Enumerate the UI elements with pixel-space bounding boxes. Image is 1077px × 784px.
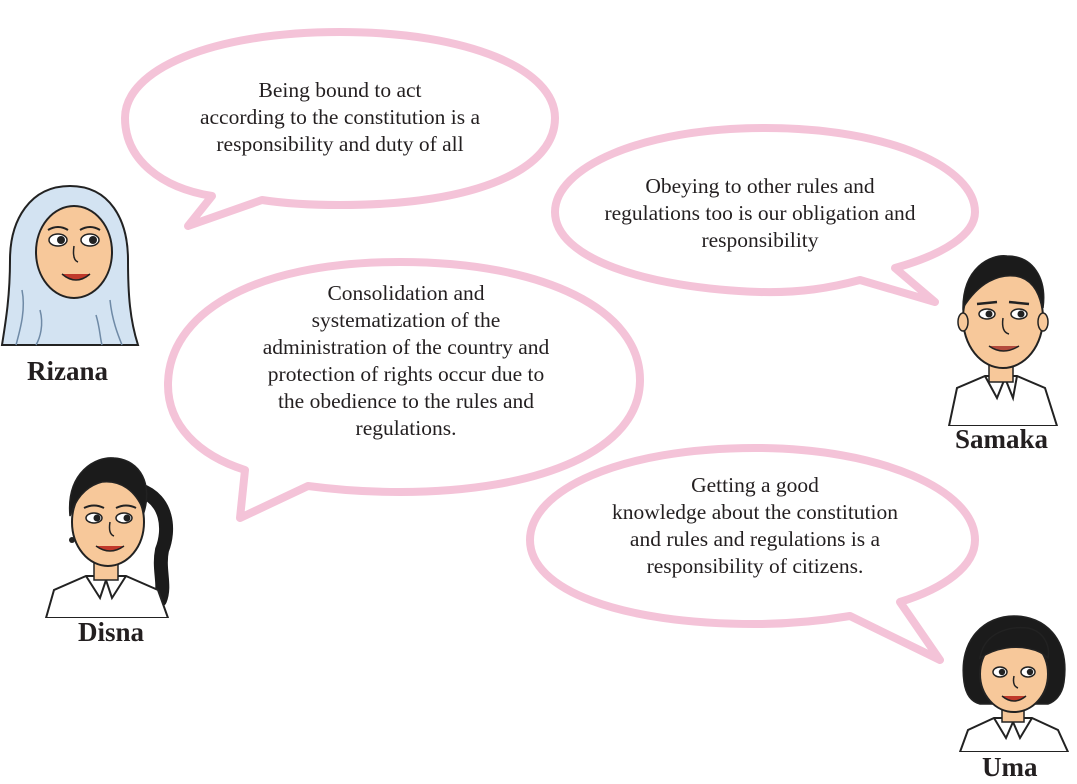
- speech-bubble-samaka: [551, 124, 979, 306]
- bubble-line: administration of the country and: [262, 335, 550, 359]
- boy-icon: [947, 255, 1059, 426]
- bubble-line: Consolidation and: [327, 281, 485, 305]
- bubble-line: according to the constitution is a: [199, 105, 481, 129]
- girl-with-hijab-icon: [0, 184, 140, 346]
- bubble-text-samaka: Obeying to other rules and regulations t…: [560, 173, 960, 254]
- bubble-line: the obedience to the rules and: [277, 389, 535, 413]
- bubble-line: Getting a good: [691, 473, 819, 497]
- bubble-line: regulations too is our obligation and: [604, 201, 916, 225]
- bubble-line: responsibility and duty of all: [216, 132, 464, 156]
- bubble-text-uma: Getting a good knowledge about the const…: [560, 472, 950, 580]
- bubble-line: knowledge about the constitution: [611, 500, 899, 524]
- bubble-line: responsibility of citizens.: [646, 554, 864, 578]
- girl-with-bob-icon: [958, 615, 1070, 752]
- bubble-line: responsibility: [701, 228, 819, 252]
- bubble-line: Obeying to other rules and: [645, 174, 875, 198]
- bubble-line: and rules and regulations is a: [629, 527, 881, 551]
- bubble-line: protection of rights occur due to: [267, 362, 545, 386]
- bubble-line: Being bound to act: [258, 78, 422, 102]
- bubble-line: systematization of the: [311, 308, 501, 332]
- character-disna: [40, 450, 190, 618]
- speech-bubble-rizana: [121, 28, 559, 230]
- character-name-disna: Disna: [78, 617, 145, 647]
- girl-with-braid-icon: [44, 457, 174, 618]
- character-samaka: [935, 248, 1065, 426]
- speech-bubble-disna: [164, 258, 644, 522]
- character-rizana: [0, 180, 140, 350]
- character-uma: [950, 612, 1077, 752]
- bubble-text-disna: Consolidation and systematization of the…: [196, 280, 616, 442]
- speech-bubble-uma: [526, 444, 979, 664]
- character-name-samaka: Samaka: [955, 424, 1049, 454]
- bubble-line: regulations.: [355, 416, 457, 440]
- bubble-text-rizana: Being bound to act according to the cons…: [150, 77, 530, 158]
- character-name-rizana: Rizana: [27, 356, 108, 386]
- character-name-uma: Uma: [982, 752, 1038, 782]
